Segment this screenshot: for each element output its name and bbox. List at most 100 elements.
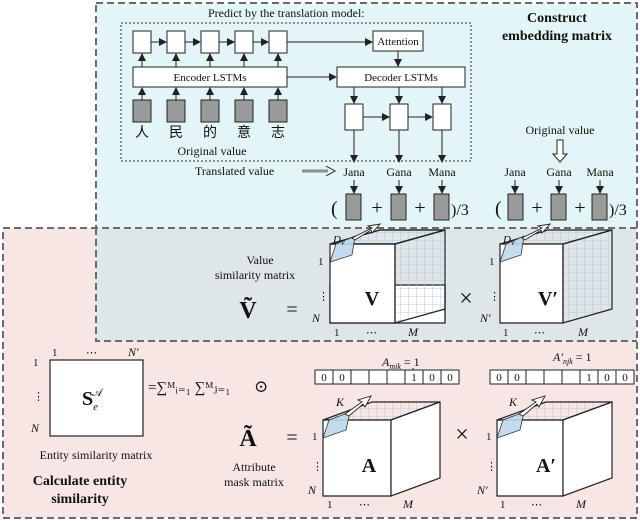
v-dv-label: Dv <box>332 234 345 247</box>
ap-k-label: K <box>508 395 518 409</box>
s-left-n: N <box>30 421 40 435</box>
encoder-up-arrows <box>138 53 282 67</box>
cube-v <box>329 223 446 324</box>
decoder-output-cells <box>344 103 452 131</box>
a-slice-pointer-icon <box>344 395 372 417</box>
attr-mask-label-line2: mask matrix <box>224 475 284 489</box>
mask-cell: 0 <box>339 372 345 384</box>
input-chars: 人 民 的 意 志 <box>135 124 285 140</box>
mask-vector-right: 0 0 1 0 0 <box>489 369 635 385</box>
a-njk-sub: njk <box>563 357 573 366</box>
original-value-inner: Original value <box>178 144 247 158</box>
vp-col-m: M <box>577 325 589 339</box>
output-word: Mana <box>428 165 456 179</box>
ap-col-dots: ⋯ <box>531 499 542 511</box>
cube-a <box>322 395 441 497</box>
cube-v-prime <box>499 223 613 324</box>
input-cell <box>268 99 288 123</box>
a-mik-main: A <box>381 355 390 369</box>
v-row-dots: ⋮ <box>318 291 329 303</box>
input-cell <box>132 99 152 123</box>
plus-sign: + <box>574 197 585 219</box>
vp-dv-label: Dv <box>502 234 515 247</box>
input-cell <box>166 99 186 123</box>
v-times: × <box>459 286 473 312</box>
cube-a-prime <box>496 395 613 497</box>
v-col-m: M <box>407 325 419 339</box>
a-mik-label: Amik = 1 <box>381 355 420 371</box>
s-top-dots: ⋯ <box>86 347 97 359</box>
vp-row-n-prime: N′ <box>479 311 491 325</box>
decoder-cell <box>344 103 364 131</box>
v-label: V <box>365 288 380 310</box>
encoder-hidden-cell <box>166 30 186 54</box>
input-char: 的 <box>203 124 217 140</box>
odot-symbol: ⊙ <box>254 377 268 396</box>
plus-sign: + <box>371 197 382 219</box>
v-col-one: 1 <box>334 327 340 339</box>
input-cell <box>234 99 254 123</box>
right-output-word: Mana <box>586 165 614 179</box>
embed-cell <box>507 193 524 221</box>
v-dv-sub: v <box>341 238 345 247</box>
encoder-lstms-label: Encoder LSTMs <box>173 72 246 84</box>
close-div: )/3 <box>451 202 469 219</box>
vp-dv-main: D <box>502 234 511 246</box>
decoder-lstms-label: Decoder LSTMs <box>364 72 438 84</box>
output-word: Jana <box>343 165 365 179</box>
encoder-hidden-row <box>132 30 288 54</box>
right-output-word: Gana <box>546 165 572 179</box>
input-char: 意 <box>237 124 251 140</box>
decoder-cell <box>389 103 409 131</box>
s-main: S <box>82 388 93 410</box>
a-mik-eq: = 1 <box>401 355 420 369</box>
construct-title-line2: embedding matrix <box>502 29 612 44</box>
calc-title-line1: Calculate entity <box>33 474 127 489</box>
a-times: × <box>455 422 469 448</box>
mask-cell: 1 <box>411 372 417 384</box>
predict-label: Predict by the translation model: <box>208 6 365 20</box>
v-row-one: 1 <box>318 256 324 268</box>
output-word: Gana <box>386 165 412 179</box>
translated-average: ( + + )/3 <box>331 193 469 221</box>
ap-row-n-prime: N′ <box>476 483 488 497</box>
right-output-word: Jana <box>504 165 526 179</box>
decoder-lstms-box <box>336 66 466 88</box>
a-label: A <box>362 455 377 477</box>
encoder-hidden-cell <box>268 30 288 54</box>
decoder-cell <box>432 103 452 131</box>
vp-dv-sub: v <box>511 238 515 247</box>
v-dv-main: D <box>332 234 341 246</box>
input-char: 志 <box>271 124 285 140</box>
attention-label: Attention <box>377 36 419 48</box>
mask-cell: 0 <box>496 372 502 384</box>
value-sim-label-line2: similarity matrix <box>215 268 295 282</box>
a-row-dots: ⋮ <box>312 461 323 473</box>
overlap-border <box>95 228 637 342</box>
mask-cell: 0 <box>514 372 520 384</box>
ap-row-one: 1 <box>486 431 492 443</box>
s-top-one: 1 <box>52 347 58 359</box>
v-tilde-lhs: Ṽ <box>239 298 257 324</box>
v-col-dots: ⋯ <box>366 327 377 339</box>
ap-row-dots: ⋮ <box>486 461 497 473</box>
v-equals: = <box>286 299 297 321</box>
s-sub: e <box>93 401 98 413</box>
translated-value-label: Translated value <box>195 164 274 178</box>
a-col-one: 1 <box>327 499 333 511</box>
a-col-m: M <box>402 497 414 511</box>
right-output-arrows <box>511 180 604 194</box>
ap-col-one: 1 <box>500 499 506 511</box>
input-cells <box>132 99 288 123</box>
translated-arrow-icon <box>302 165 337 177</box>
translated-output-arrows <box>350 180 446 194</box>
mask-cell: 1 <box>586 372 592 384</box>
v-prime-label: V′ <box>538 288 558 310</box>
vp-highlight-slice <box>499 235 525 263</box>
vp-col-one: 1 <box>503 327 509 339</box>
s-left-dots: ⋮ <box>33 391 44 403</box>
encoder-hidden-cell <box>132 30 152 54</box>
input-char: 人 <box>135 124 149 140</box>
